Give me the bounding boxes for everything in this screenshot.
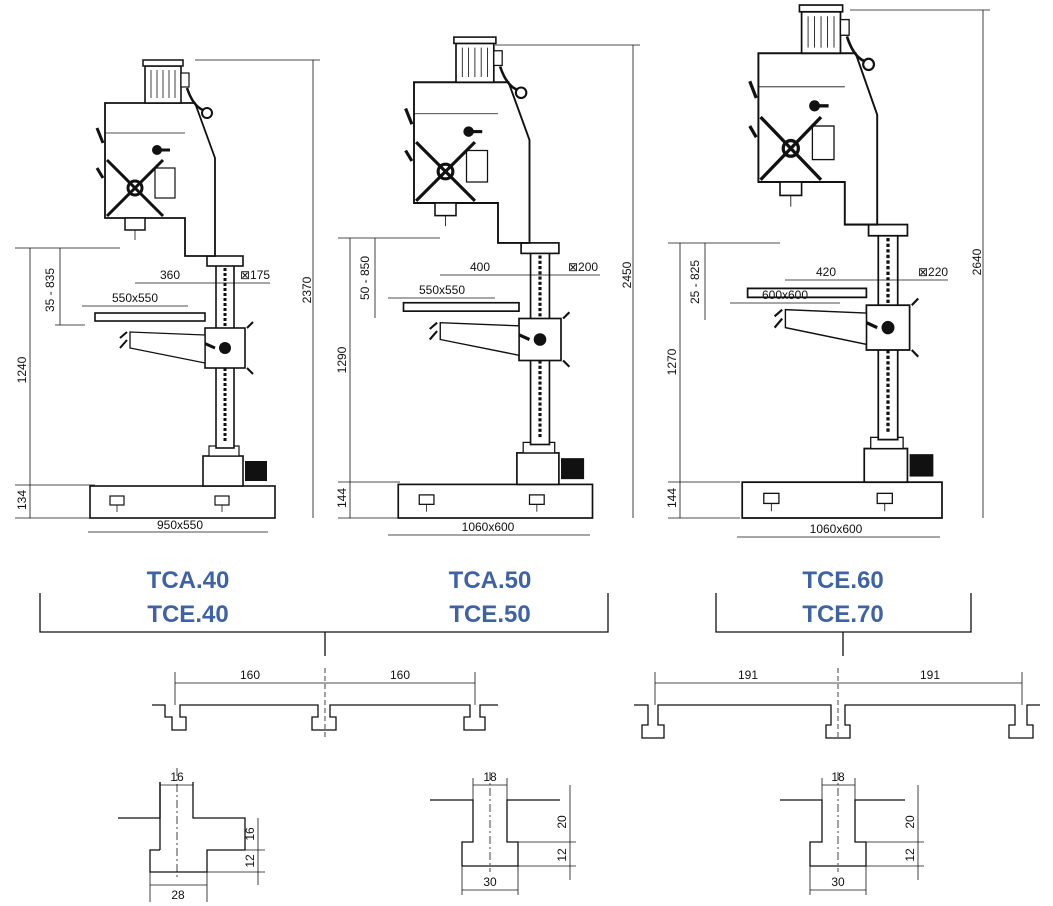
slot2-depth-upper: 20 bbox=[555, 815, 569, 829]
right-spacing-1: 191 bbox=[738, 668, 758, 682]
m2-reach: 400 bbox=[470, 260, 490, 274]
model-tca40: TCA.40 bbox=[147, 567, 230, 594]
m3-reach: 420 bbox=[816, 265, 836, 279]
m3-table-size: 600x600 bbox=[762, 288, 808, 302]
m3-total-height: 2640 bbox=[970, 248, 984, 275]
m3-base-size: 1060x600 bbox=[810, 522, 863, 536]
slot-spacing-left: 160 160 bbox=[152, 668, 498, 738]
m1-table-height: 1240 bbox=[15, 356, 29, 383]
model-tca50: TCA.50 bbox=[449, 567, 532, 594]
slot3-top-width: 18 bbox=[831, 770, 845, 784]
slot1-top-width: 16 bbox=[170, 770, 184, 784]
m1-column-dia: ⊠175 bbox=[240, 268, 270, 282]
m1-base-size: 950x550 bbox=[157, 518, 203, 532]
slot1-depth-upper: 16 bbox=[243, 827, 257, 841]
m1-total-height: 2370 bbox=[300, 276, 314, 303]
slot-detail-1: 16 16 12 28 bbox=[118, 768, 265, 902]
m3-table-height: 1270 bbox=[665, 348, 679, 375]
slot-detail-2: 18 20 12 30 bbox=[430, 770, 576, 895]
machine-3: 2640 1270 144 25 - 825 600x600 420 ⊠220 … bbox=[665, 3, 990, 538]
machine-1: 2370 1240 134 35 - 835 550x550 360 ⊠175 … bbox=[15, 58, 320, 533]
left-spacing-2: 160 bbox=[390, 668, 410, 682]
m2-column-dia: ⊠200 bbox=[568, 260, 598, 274]
model-tce50: TCE.50 bbox=[449, 601, 530, 628]
model-labels: TCA.40 TCE.40 TCA.50 TCE.50 TCE.60 TCE.7… bbox=[39, 567, 972, 656]
left-spacing-1: 160 bbox=[240, 668, 260, 682]
m2-total-height: 2450 bbox=[620, 261, 634, 288]
model-tce40: TCE.40 bbox=[147, 601, 228, 628]
slot-spacing-right: 191 191 bbox=[634, 668, 1040, 740]
m3-column-dia: ⊠220 bbox=[918, 265, 948, 279]
m2-adjust-range: 50 - 850 bbox=[358, 256, 372, 300]
m3-base-height: 144 bbox=[665, 488, 679, 508]
m1-adjust-range: 35 - 835 bbox=[43, 268, 57, 312]
slot3-bottom-width: 30 bbox=[831, 875, 845, 889]
slot2-depth-lower: 12 bbox=[555, 848, 569, 862]
slot3-depth-lower: 12 bbox=[903, 848, 917, 862]
right-spacing-2: 191 bbox=[920, 668, 940, 682]
slot3-depth-upper: 20 bbox=[903, 815, 917, 829]
slot2-top-width: 18 bbox=[483, 770, 497, 784]
m1-table-size: 550x550 bbox=[112, 291, 158, 305]
m1-base-height: 134 bbox=[15, 490, 29, 510]
slot1-depth-lower: 12 bbox=[243, 854, 257, 868]
slot2-bottom-width: 30 bbox=[483, 875, 497, 889]
m2-table-height: 1290 bbox=[335, 346, 349, 373]
m3-adjust-range: 25 - 825 bbox=[688, 260, 702, 304]
model-tce70: TCE.70 bbox=[802, 601, 883, 628]
m2-table-size: 550x550 bbox=[419, 283, 465, 297]
model-tce60: TCE.60 bbox=[802, 567, 883, 594]
machine-2: 2450 1290 144 50 - 850 550x550 400 ⊠200 … bbox=[335, 35, 640, 536]
slot1-bottom-width: 28 bbox=[171, 888, 185, 902]
m1-reach: 360 bbox=[160, 268, 180, 282]
m2-base-height: 144 bbox=[335, 488, 349, 508]
slot-detail-3: 18 20 12 30 bbox=[780, 770, 924, 895]
m2-base-size: 1060x600 bbox=[462, 520, 515, 534]
